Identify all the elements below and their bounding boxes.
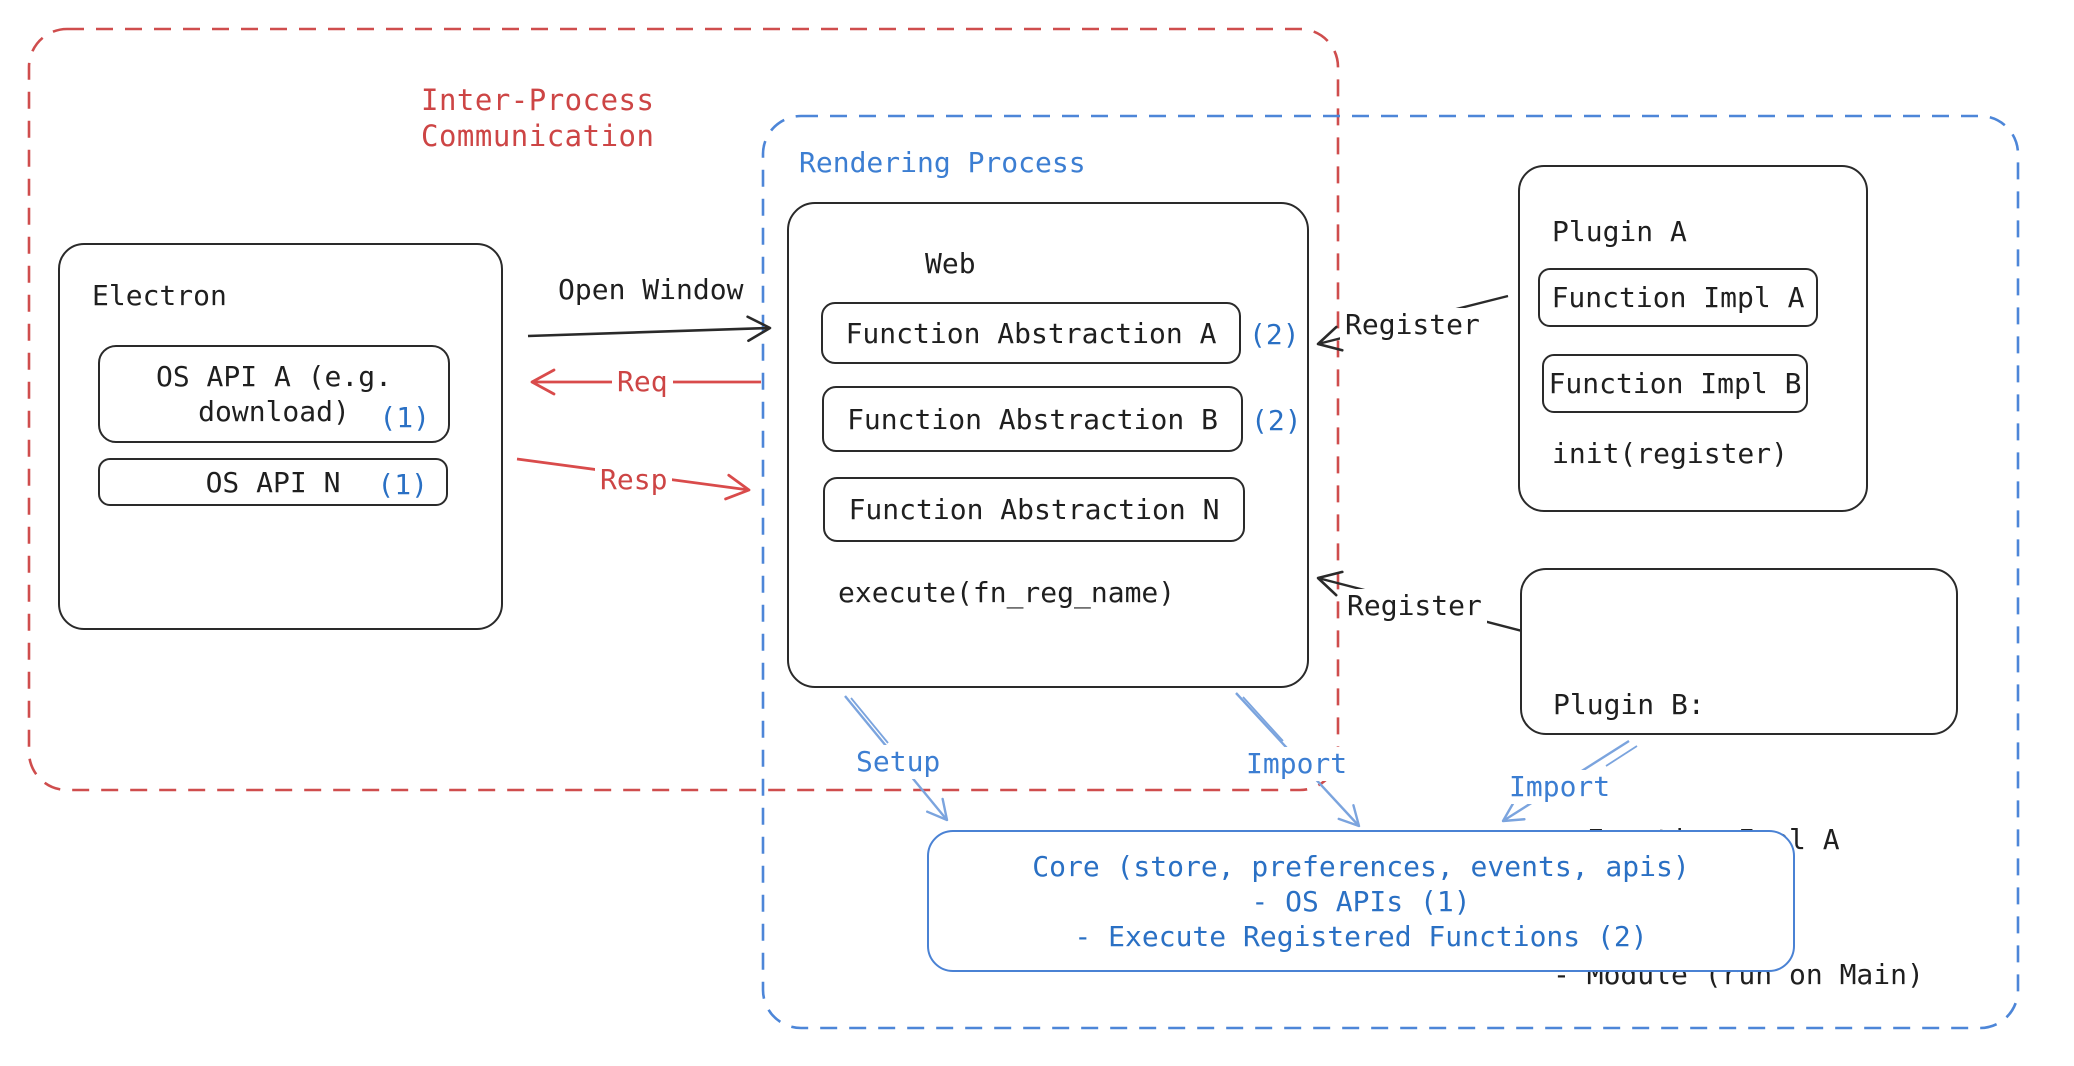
register-plugin-b-label: Register <box>1342 589 1487 623</box>
setup-label: Setup <box>851 745 946 779</box>
os-api-n-badge: (1) <box>377 468 428 501</box>
function-abstraction-a-label: Function Abstraction A <box>845 316 1217 350</box>
function-abstraction-n-label: Function Abstraction N <box>848 493 1220 526</box>
ipc-region-title: Inter-Process Communication <box>421 83 655 153</box>
os-api-a-content: OS API A (e.g. download) <box>100 347 448 441</box>
os-api-a-line1: OS API A (e.g. <box>155 360 392 393</box>
function-abstraction-a-badge: (2) <box>1249 318 1300 351</box>
core-line-1: Core (store, preferences, events, apis) <box>1032 849 1690 883</box>
import-web-label: Import <box>1241 747 1353 781</box>
plugin-b-box <box>1520 568 1958 735</box>
plugin-b-title: Plugin B: <box>1553 688 1705 721</box>
function-impl-b-label: Function Impl B <box>1548 367 1802 400</box>
os-api-a-box: OS API A (e.g. download) (1) <box>98 345 450 443</box>
function-impl-b-box: Function Impl B <box>1542 354 1808 413</box>
electron-title: Electron <box>92 279 227 312</box>
register-plugin-a-label: Register <box>1340 308 1485 342</box>
init-register-label: init(register) <box>1552 437 1789 470</box>
import-plugin-label: Import <box>1504 770 1616 804</box>
rendering-region-boundary <box>761 114 2020 1030</box>
function-abstraction-n-box: Function Abstraction N <box>823 477 1245 542</box>
req-label: Req <box>612 365 673 399</box>
ipc-region-boundary <box>27 27 1340 792</box>
setup-arrow-double-stroke <box>850 697 889 744</box>
function-impl-a-label: Function Impl A <box>1551 281 1805 314</box>
web-title: Web <box>925 247 976 280</box>
function-abstraction-b-label: Function Abstraction B <box>847 402 1218 436</box>
import-web-arrow-double-stroke <box>1242 696 1284 742</box>
resp-label: Resp <box>595 463 673 497</box>
core-box: Core (store, preferences, events, apis) … <box>927 830 1795 972</box>
rendering-region-title: Rendering Process <box>799 146 1086 179</box>
core-line-2: - OS APIs (1) <box>1251 884 1471 918</box>
function-abstraction-b-box: Function Abstraction B <box>822 386 1243 452</box>
function-impl-a-box: Function Impl A <box>1538 268 1818 327</box>
plugin-a-box <box>1518 165 1868 512</box>
os-api-a-badge: (1) <box>379 401 430 434</box>
open-window-arrow <box>527 315 772 343</box>
import-plugin-arrow-double-stroke <box>1605 745 1638 767</box>
plugin-a-title: Plugin A <box>1552 215 1687 248</box>
os-api-a-line2: download) <box>198 395 350 428</box>
function-abstraction-a-box: Function Abstraction A <box>821 302 1241 364</box>
core-line-3: - Execute Registered Functions (2) <box>1074 919 1648 953</box>
os-api-n-box: OS API N (1) <box>98 458 448 506</box>
core-content: Core (store, preferences, events, apis) … <box>929 832 1793 970</box>
open-window-label: Open Window <box>558 273 744 306</box>
function-abstraction-b-badge: (2) <box>1251 404 1302 437</box>
execute-label: execute(fn_reg_name) <box>838 576 1176 609</box>
os-api-n-label: OS API N <box>205 465 341 499</box>
